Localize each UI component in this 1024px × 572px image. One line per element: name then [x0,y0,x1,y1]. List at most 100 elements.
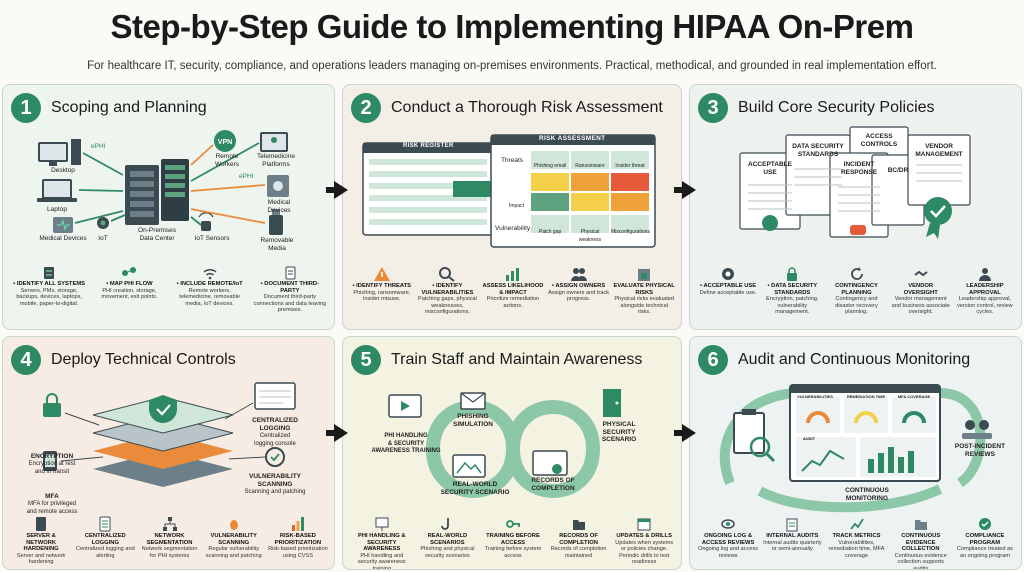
door-icon [603,389,621,417]
desktop-icon [38,139,81,166]
panel-technical-controls: 4 Deploy Technical Controls [2,336,335,570]
step-number: 1 [11,93,41,123]
network-scope-diagram: VPN [37,130,289,235]
removable-media-icon [269,209,283,235]
arrow-4-to-5-bar [326,430,336,436]
mfa-desc: MFA for privileged and remote access [26,501,78,515]
chart-icon [505,268,519,281]
vulnerability-scanning-label: VULNERABILITY SCANNING [249,473,301,488]
monitoring-dashboard-diagram [719,384,992,513]
vpn-shield-icon: VPN [214,130,236,152]
step-number: 3 [698,93,728,123]
iot-sensors-label: IoT Sensors [194,235,230,242]
vulnerability-scanning-desc: Scanning and patching [244,489,306,495]
panel-risk-assessment: 2 Conduct a Thorough Risk Assessment [342,84,682,330]
iot-sensor-icon [198,212,214,231]
remote-workers-label: Remote Workers [214,153,240,168]
medical-devices-right-label: Medical Devices [267,199,291,214]
policy-documents-diagram [739,126,971,239]
shield-check-icon [149,395,177,424]
search-icon [439,267,456,282]
building-lock-icon [638,269,651,281]
logging-desc: Centralized logging console [254,433,296,447]
laptop-icon [37,179,77,202]
vulnerability-label: Vulnerability [495,225,531,232]
presentation-icon [375,517,389,531]
desktop-label: Desktop [51,167,75,174]
log-file-icon [99,516,111,532]
access-controls-label: ACCESS CONTROLS [860,133,898,148]
iot-label: IoT [98,235,108,242]
panel-header: 6 Audit and Continuous Monitoring [698,345,970,375]
handshake-icon [914,270,928,277]
arrow-2-to-3-bar [674,187,684,193]
mfa-label: MFA [45,493,59,500]
data-center-label: On-Premises Data Center [138,227,176,242]
risk-register-title: RISK REGISTER [403,143,454,149]
medical-devices-left-label: Medical Devices [39,235,87,242]
arrow-1-to-2-bar [326,187,336,193]
panel-title: Audit and Continuous Monitoring [738,351,971,368]
panel-header: 3 Build Core Security Policies [698,93,935,123]
leadership-icon [978,268,991,281]
arrow-5-to-6-bar [674,430,684,436]
server-icon [36,517,47,531]
phishing-email-icon [460,392,486,410]
panel-title: Deploy Technical Controls [51,351,236,368]
vulnerability-scan-icon [265,447,285,467]
data-security-label: DATA SECURITY STANDARDS [792,143,844,158]
page-subtitle: For healthcare IT, security, compliance,… [87,60,937,72]
risk-assessment-title: RISK ASSESSMENT [539,135,606,142]
encryption-lock-icon [43,393,61,417]
iot-camera-icon [97,217,109,229]
physical-cell: Physical weakness [578,229,602,243]
calendar-icon [637,518,651,531]
page-title: Step-by-Step Guide to Implementing HIPAA… [110,8,914,45]
network-icon [162,517,177,531]
risk-register-window [362,142,494,236]
vulnerabilities-widget: VULNERABILITIES [797,394,833,399]
phishing-simulation-label: PHISHING SIMULATION [453,413,493,428]
logging-label: CENTRALIZED LOGGING [252,417,298,432]
removable-media-label: Removable Media [260,237,294,252]
panel-security-policies: 3 Build Core Security Policies [689,84,1022,330]
review-meeting-icon [962,420,992,439]
key-icon [506,520,520,528]
telemedicine-icon [260,132,288,152]
phishing-cell: Phishing email [533,163,567,169]
approval-seal-icon [924,197,952,239]
threats-label: Threats [501,157,524,164]
records-completion-label: RECORDS OF COMPLETION [531,477,575,492]
arrow-5-to-6 [682,424,696,442]
refresh-icon [850,267,863,280]
bcdr-label: BC/DR [887,167,909,174]
panel-scoping-planning: 1 Scoping and Planning [2,84,335,330]
risk-diagram [362,134,656,248]
step-number: 5 [351,345,381,375]
risk-assessment-window [490,134,656,248]
document-icon [285,266,296,280]
eye-icon [721,519,735,529]
flow-map-icon [122,267,137,276]
realworld-scenario-icon [452,454,486,478]
medical-devices-right-icon [267,175,289,197]
dashboard-monitor [789,384,941,482]
